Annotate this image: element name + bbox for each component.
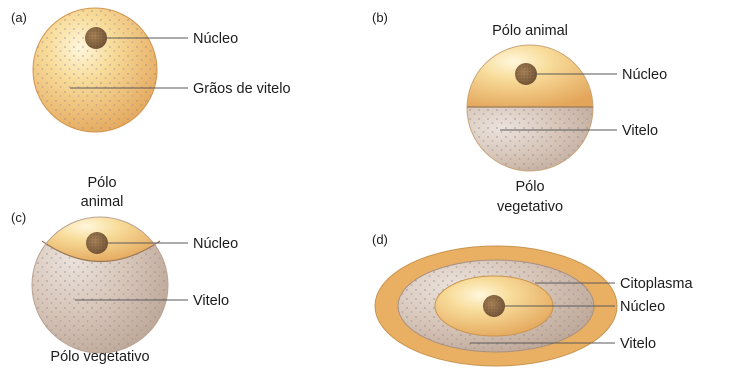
panel-c-tag: (c) [11, 210, 26, 225]
label-c-yolk: Vitelo [193, 293, 229, 309]
label-b-animal-pole: Pólo animal [492, 23, 568, 39]
egg-b [460, 40, 600, 177]
label-b-yolk: Vitelo [622, 123, 658, 139]
panel-b-tag: (b) [372, 10, 388, 25]
label-d-nucleus: Núcleo [620, 299, 665, 315]
label-c-vegetal-pole: Pólo vegetativo [50, 349, 149, 365]
label-b-vegetal-pole-1: Pólo [515, 179, 544, 195]
label-b-nucleus: Núcleo [622, 67, 667, 83]
egg-a [33, 8, 157, 132]
label-a-nucleus: Núcleo [193, 31, 238, 47]
label-c-animal-pole-2: animal [81, 194, 124, 210]
label-d-yolk: Vitelo [620, 336, 656, 352]
egg-c [32, 210, 168, 353]
panel-d-tag: (d) [372, 232, 388, 247]
label-c-animal-pole-1: Pólo [87, 175, 116, 191]
label-a-yolk-grains: Grãos de vitelo [193, 81, 291, 97]
label-d-cytoplasm: Citoplasma [620, 276, 693, 292]
panel-a-tag: (a) [11, 10, 27, 25]
label-b-vegetal-pole-2: vegetativo [497, 199, 563, 215]
label-c-nucleus: Núcleo [193, 236, 238, 252]
